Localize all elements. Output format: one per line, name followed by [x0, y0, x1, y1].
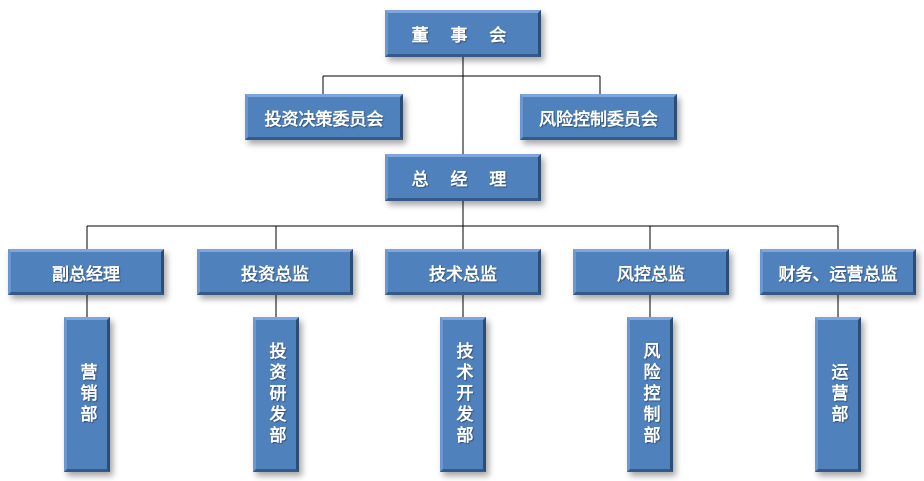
department-box-risk-control: 风险控制部	[627, 317, 673, 472]
risk-committee-box: 风险控制委员会	[520, 94, 677, 140]
director-box-deputy-gm: 副总经理	[8, 249, 164, 295]
department-box-investment-research: 投资研发部	[253, 317, 299, 472]
director-box-investment: 投资总监	[197, 249, 353, 295]
director-box-risk: 风控总监	[573, 249, 729, 295]
department-box-marketing: 营销部	[64, 317, 110, 472]
board-box: 董 事 会	[385, 10, 541, 57]
investment-committee-box: 投资决策委员会	[245, 94, 403, 140]
general-manager-box: 总 经 理	[385, 154, 541, 201]
department-box-operations: 运营部	[815, 317, 861, 472]
director-box-finance-ops: 财务、运营总监	[760, 249, 916, 295]
department-box-tech-dev: 技术开发部	[440, 317, 486, 472]
director-box-technology: 技术总监	[385, 249, 541, 295]
